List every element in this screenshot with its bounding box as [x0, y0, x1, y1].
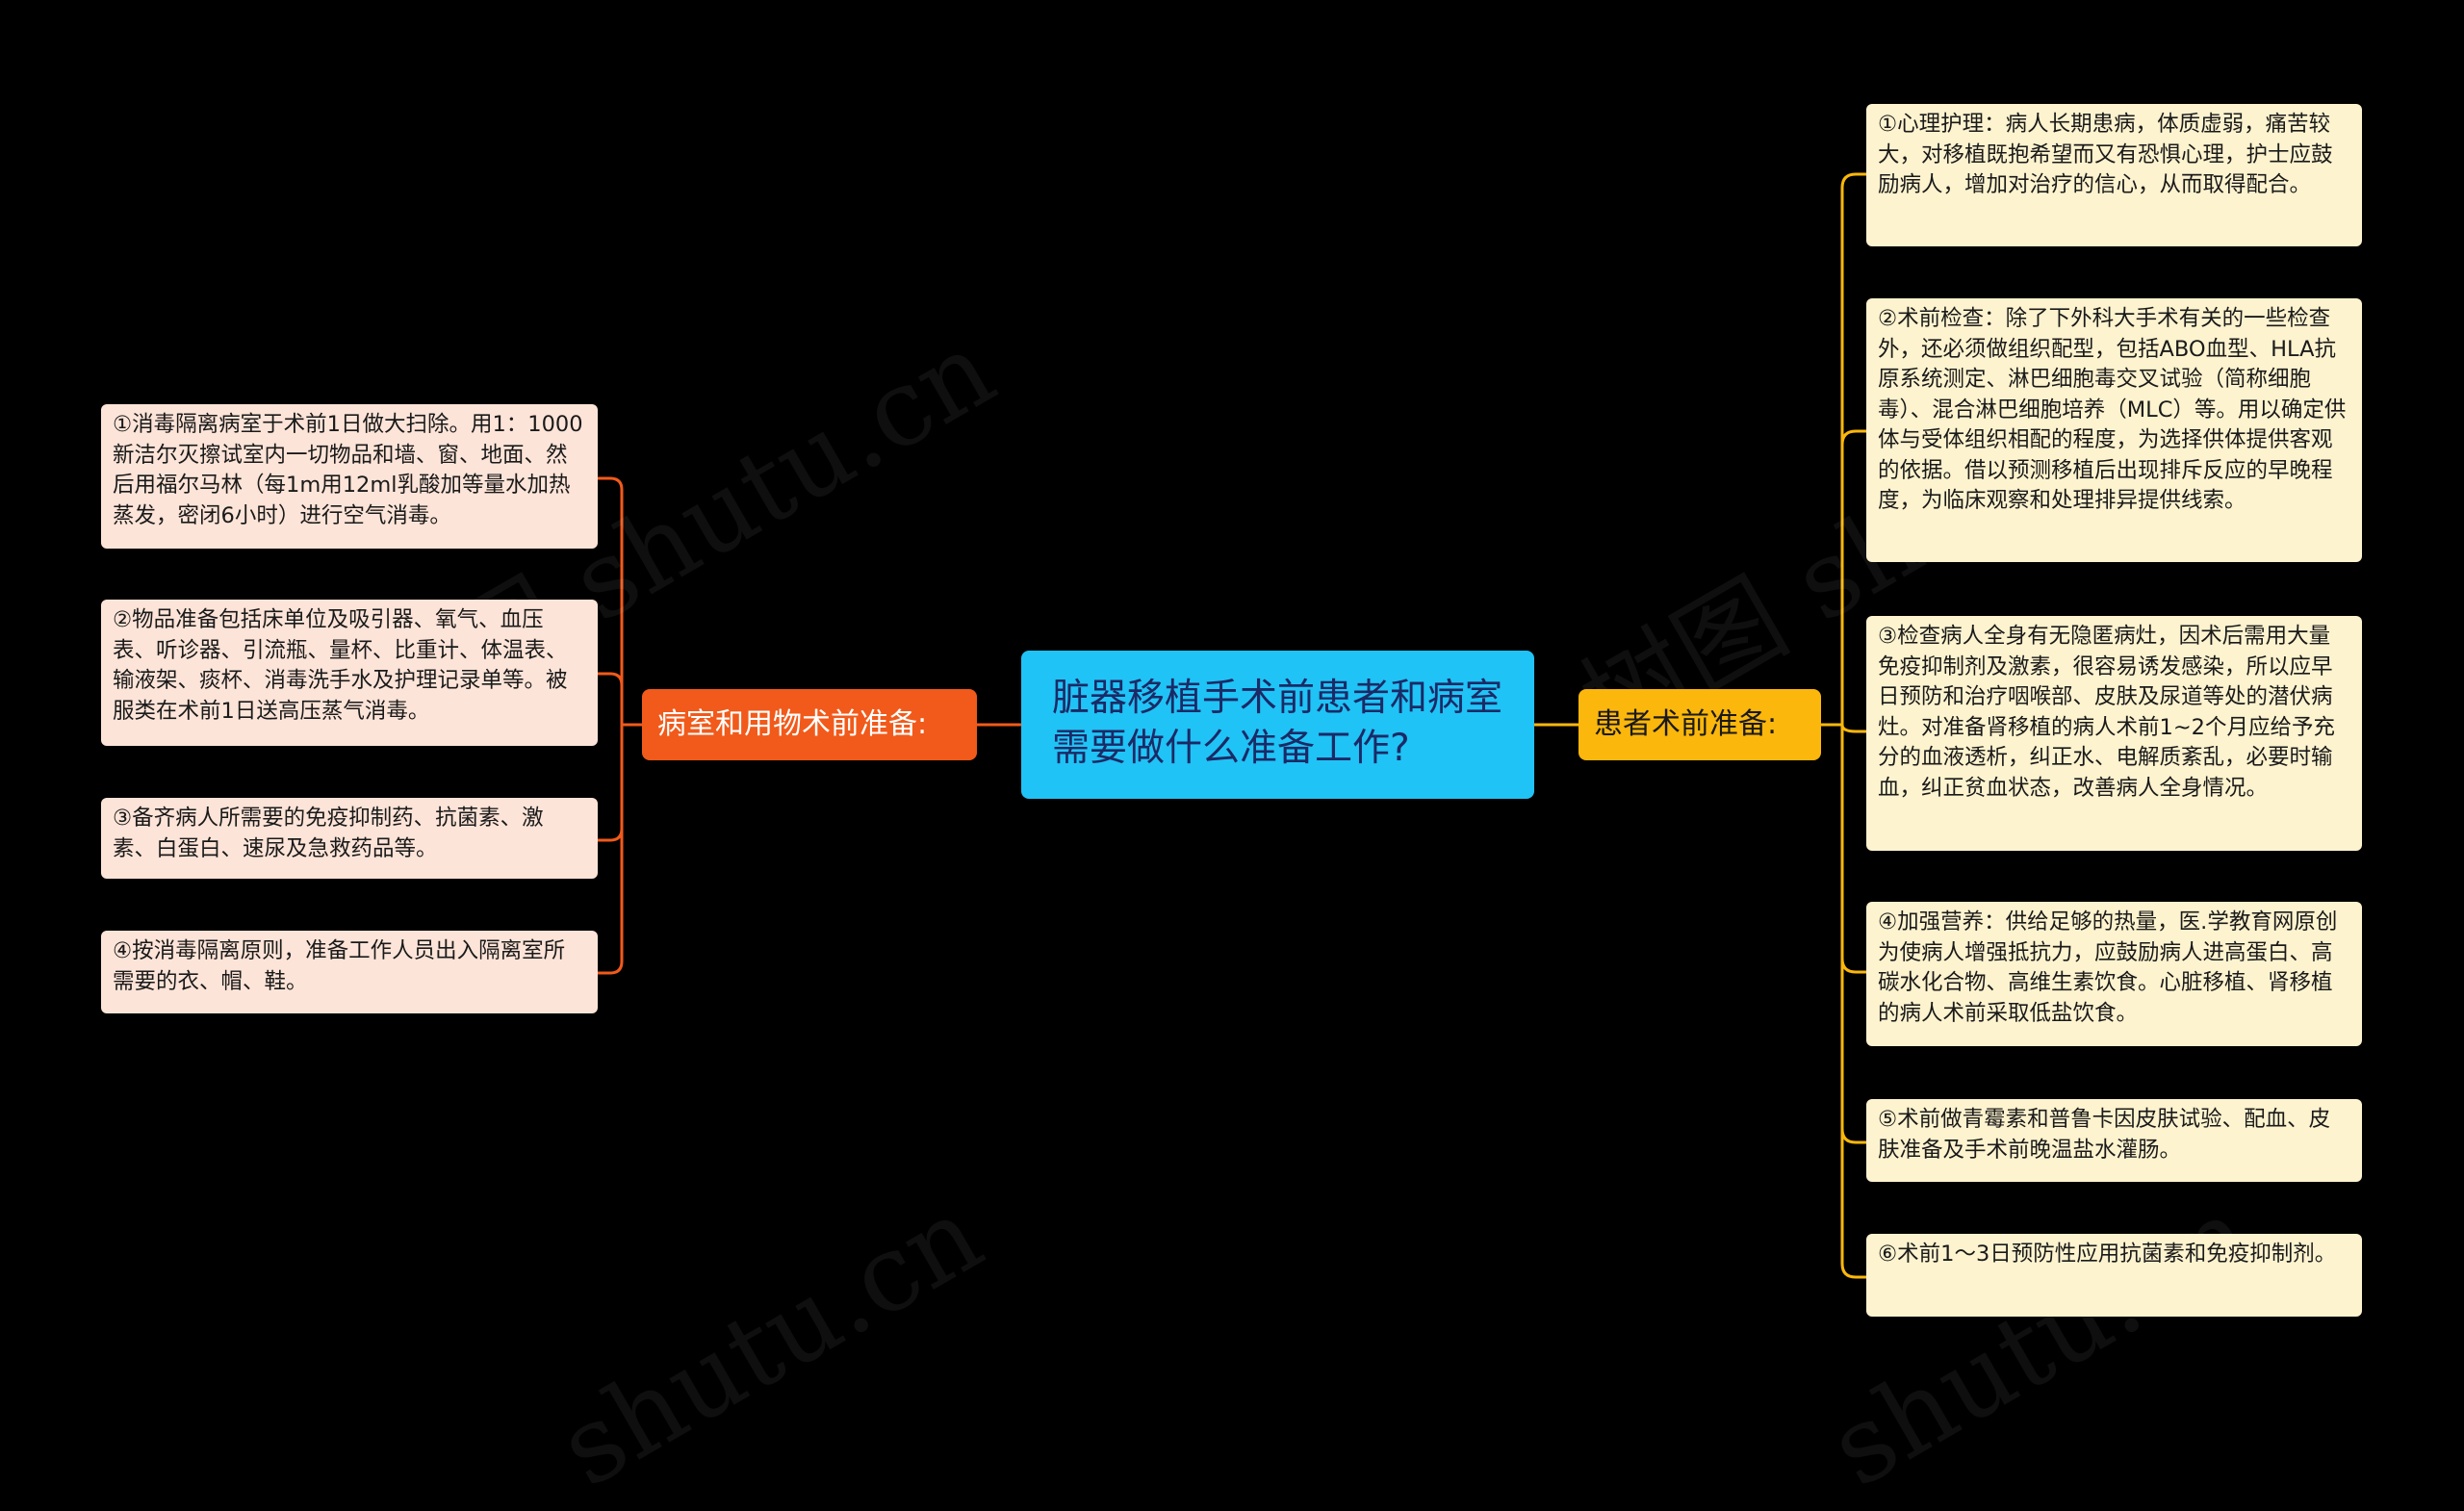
right-item-3[interactable]: ③检查病人全身有无隐匿病灶，因术后需用大量免疫抑制剂及激素，很容易诱发感染，所以… — [1866, 616, 2362, 851]
link-left-trunk — [598, 476, 642, 727]
link-right-item-5 — [1840, 725, 1866, 1144]
link-right-item-6 — [1840, 725, 1866, 1279]
root-topic[interactable]: 脏器移植手术前患者和病室需要做什么准备工作? — [1021, 651, 1534, 799]
link-right-item-3 — [1840, 724, 1866, 733]
branch-patient-preparation[interactable]: 患者术前准备: — [1578, 689, 1821, 760]
right-item-2[interactable]: ②术前检查：除了下外科大手术有关的一些检查外，还必须做组织配型，包括ABO血型、… — [1866, 298, 2362, 562]
link-left-item-2 — [598, 672, 624, 725]
right-item-6[interactable]: ⑥术前1～3日预防性应用抗菌素和免疫抑制剂。 — [1866, 1234, 2362, 1317]
left-item-1[interactable]: ①消毒隔离病室于术前1日做大扫除。用1：1000新洁尔灭擦试室内一切物品和墙、窗… — [101, 404, 598, 549]
branch-ward-preparation[interactable]: 病室和用物术前准备: — [642, 689, 977, 760]
link-right-item-2 — [1840, 429, 1866, 725]
left-item-2[interactable]: ②物品准备包括床单位及吸引器、氧气、血压表、听诊器、引流瓶、量杯、比重计、体温表… — [101, 600, 598, 746]
left-item-4[interactable]: ④按消毒隔离原则，准备工作人员出入隔离室所需要的衣、帽、鞋。 — [101, 931, 598, 1013]
link-left-item-3 — [598, 725, 624, 842]
connector-lines — [598, 172, 1866, 1279]
right-item-1[interactable]: ①心理护理：病人长期患病，体质虚弱，痛苦较大，对移植既抱希望而又有恐惧心理，护士… — [1866, 104, 2362, 246]
right-item-4[interactable]: ④加强营养：供给足够的热量，医.学教育网原创为使病人增强抵抗力，应鼓励病人进高蛋… — [1866, 902, 2362, 1046]
link-left-item-4 — [598, 725, 624, 975]
right-item-5[interactable]: ⑤术前做青霉素和普鲁卡因皮肤试验、配血、皮肤准备及手术前晚温盐水灌肠。 — [1866, 1099, 2362, 1182]
link-right-item-4 — [1840, 725, 1866, 974]
link-right-trunk — [1821, 172, 1866, 727]
left-item-3[interactable]: ③备齐病人所需要的免疫抑制药、抗菌素、激素、白蛋白、速尿及急救药品等。 — [101, 798, 598, 879]
